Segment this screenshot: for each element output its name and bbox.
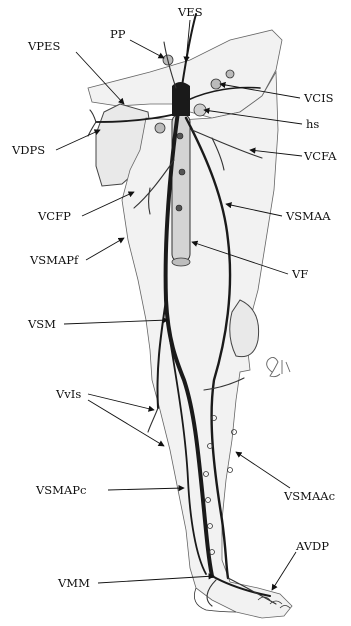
label-vpes: VPES — [27, 39, 60, 53]
label-vvls: VvIs — [55, 387, 81, 401]
label-vsmapc: VSMAPc — [35, 483, 86, 497]
leader-vdps — [56, 130, 100, 150]
leader-vsmapc — [108, 488, 184, 490]
label-vcis: VCIS — [303, 91, 334, 105]
artist-signature — [267, 357, 290, 376]
label-vsmapf: VSMAPf — [29, 253, 79, 267]
label-vmm: VMM — [57, 576, 90, 590]
label-hs: hs — [306, 117, 319, 131]
label-vdps: VDPS — [11, 143, 45, 157]
label-pp: PP — [110, 27, 126, 41]
label-avdp: AVDP — [295, 539, 329, 553]
label-ves: VES — [177, 5, 203, 19]
knee-outline — [230, 300, 259, 357]
leader-vsmapf — [86, 238, 124, 260]
leader-avdp — [272, 552, 296, 590]
leader-pp — [130, 40, 164, 58]
label-vsm: VSM — [27, 317, 56, 331]
label-vf: VF — [291, 267, 308, 281]
leader-vsmaac — [236, 452, 290, 488]
label-vcfa: VCFA — [303, 149, 337, 163]
leader-vvls-2 — [88, 400, 164, 446]
label-vsmaac: VSMAAc — [283, 489, 335, 503]
leader-vvls-1 — [88, 394, 154, 410]
label-vsmaa: VSMAA — [285, 209, 331, 223]
label-vcfp: VCFP — [37, 209, 71, 223]
